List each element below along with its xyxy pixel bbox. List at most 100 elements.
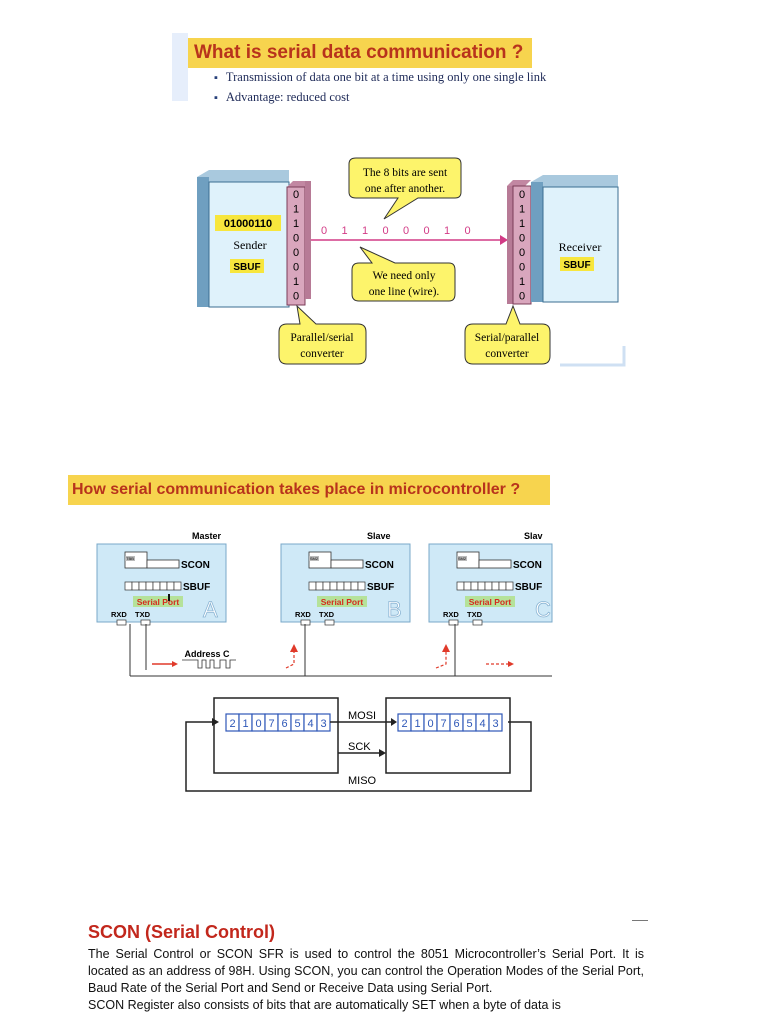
shift-register-bit: 4 [307,718,313,730]
scon-register-bits [146,559,180,569]
callout-left: Parallel/serial converter [278,304,367,365]
scon-register-bits [478,559,512,569]
receiver-register: SBUF [563,260,590,271]
shift-register-cell [488,713,503,732]
txd-label: TXD [135,610,151,619]
converter-bit: 1 [293,204,299,216]
scon-label: SCON [365,560,394,571]
sbuf-bit-cell [138,581,147,591]
miso-label: MISO [348,775,377,787]
sbuf-bit-cell [315,581,324,591]
sbuf-label: SBUF [367,582,394,593]
rxd-pin [116,619,127,626]
serial-port-label: Serial Port [321,597,364,607]
rxd-label: RXD [111,610,127,619]
scon-bit-tag-text: TBB [126,556,134,561]
txd-label: TXD [319,610,335,619]
callout-mid: We need only one line (wire). [351,246,456,302]
wire-bit: 0 [403,225,409,237]
scon-label: SCON [181,560,210,571]
wire-arrowhead [500,235,508,245]
unit-letter: C [535,597,551,622]
shift-register-bit: 4 [479,718,485,730]
sbuf-bit-cell [308,581,317,591]
scon-bit-tag [125,556,135,561]
sbuf-bit-cell [152,581,161,591]
sbuf-bit-cell [491,581,500,591]
receiver-label: Receiver [559,240,602,254]
bullet-item: Advantage: reduced cost [214,88,546,108]
sbuf-bit-cell [131,581,140,591]
callout-top-line2: one after another. [365,183,445,195]
sbuf-bit-cell [498,581,507,591]
bullet-list: Transmission of data one bit at a time u… [214,68,546,108]
shift-register-bit: 0 [255,718,261,730]
shift-register-bit: 3 [320,718,326,730]
sender-label: Sender [233,238,266,252]
sbuf-bit-cell [124,581,133,591]
shift-register-bit: 5 [294,718,300,730]
shift-register-bit: 2 [229,718,235,730]
sender-value: 01000110 [224,218,272,230]
callout-top-line1: The 8 bits are sent [363,167,448,179]
address-waveform [182,659,236,669]
callout-left-line2: converter [300,348,344,360]
miso-loop [185,721,532,792]
converter-bit: 1 [293,276,299,288]
red-dashed-arrow-right-head [508,661,514,667]
shift-register-bit: 2 [401,718,407,730]
converter-bit: 0 [519,233,525,245]
converter-bit: 0 [519,291,525,303]
shift-register-bit: 6 [281,718,287,730]
scon-bit-tag-text: SM2 [310,556,319,561]
mosi-label: MOSI [348,710,376,722]
txd-pin [324,619,335,626]
wire-bit: 1 [341,225,347,237]
unit-role: Slav [524,531,543,541]
sbuf-bit-cell [470,581,479,591]
sbuf-label: SBUF [515,582,542,593]
callout-right-line2: converter [485,348,529,360]
wire-bit: 0 [464,225,470,237]
sbuf-bit-cell [456,581,465,591]
miso-arrowhead [212,718,219,726]
address-label: Address C [184,649,230,659]
wire-bit: 0 [423,225,429,237]
shift-register-bit: 1 [414,718,420,730]
unit-letter: A [203,597,218,622]
wire-bit: 1 [362,225,368,237]
sbuf-bit-cell [145,581,154,591]
section-title-serial: What is serial data communication ? [188,38,532,68]
sbuf-bit-cell [173,581,182,591]
converter-bit: 0 [519,247,525,259]
sbuf-bit-cell [336,581,345,591]
scon-bit-tag-text: SM2 [458,556,467,561]
section-title-microcontroller: How serial communication takes place in … [68,475,550,505]
sbuf-bit-cell [166,581,175,591]
converter-bit: 0 [293,233,299,245]
rxd-label: RXD [295,610,311,619]
sbuf-bit-cell [159,581,168,591]
sbuf-bit-cell [322,581,331,591]
callout-top: The 8 bits are sent one after another. [348,157,462,220]
converter-bit: 0 [293,189,299,201]
sbuf-bit-cell [505,581,514,591]
scon-paragraph: The Serial Control or SCON SFR is used t… [88,947,644,995]
spi-master-box [213,697,339,774]
scon-register-bits [330,559,364,569]
sbuf-label: SBUF [183,582,210,593]
unit-role: Slave [367,531,391,541]
converter-bit: 0 [519,262,525,274]
scon-bit-tag [309,556,319,561]
converter-bit: 1 [519,204,525,216]
sck-label: SCK [348,741,371,753]
sender-register: SBUF [233,262,260,273]
converter-bit: 0 [293,291,299,303]
scon-description: The Serial Control or SCON SFR is used t… [88,946,644,1014]
serial-port-badge [133,596,183,607]
